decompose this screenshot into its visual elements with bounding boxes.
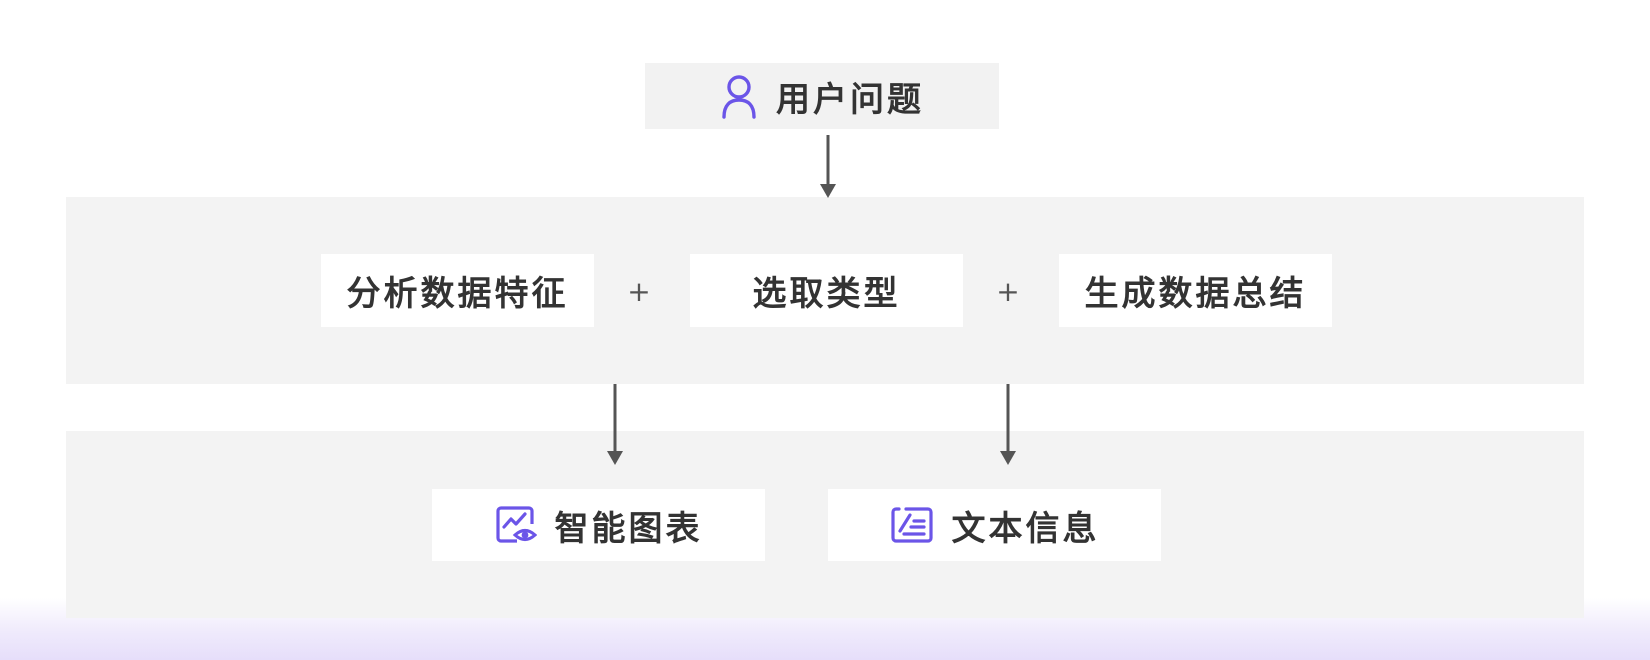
- user-question-box: 用户问题: [645, 63, 999, 129]
- step-label: 分析数据特征: [346, 274, 569, 314]
- output-text-info: 文本信息: [828, 489, 1161, 561]
- step-generate-summary: 生成数据总结: [1059, 254, 1332, 327]
- arrow-to-smart-chart: [607, 384, 623, 465]
- output-label: 文本信息: [951, 508, 1100, 549]
- plus-operator: +: [996, 275, 1020, 308]
- step-label: 生成数据总结: [1084, 274, 1307, 314]
- output-smart-chart: 智能图表: [432, 489, 765, 561]
- user-icon: [720, 73, 758, 119]
- chart-view-icon: [495, 504, 537, 546]
- step-label: 选取类型: [752, 274, 901, 314]
- output-label: 智能图表: [554, 508, 703, 549]
- output-panel: [66, 431, 1584, 618]
- step-analyze-features: 分析数据特征: [321, 254, 594, 327]
- arrow-to-text-info: [1000, 384, 1016, 465]
- step-select-type: 选取类型: [690, 254, 963, 327]
- arrow-question-to-process: [820, 135, 836, 198]
- text-edit-icon: [890, 505, 934, 545]
- plus-operator: +: [627, 275, 651, 308]
- user-question-label: 用户问题: [776, 79, 924, 120]
